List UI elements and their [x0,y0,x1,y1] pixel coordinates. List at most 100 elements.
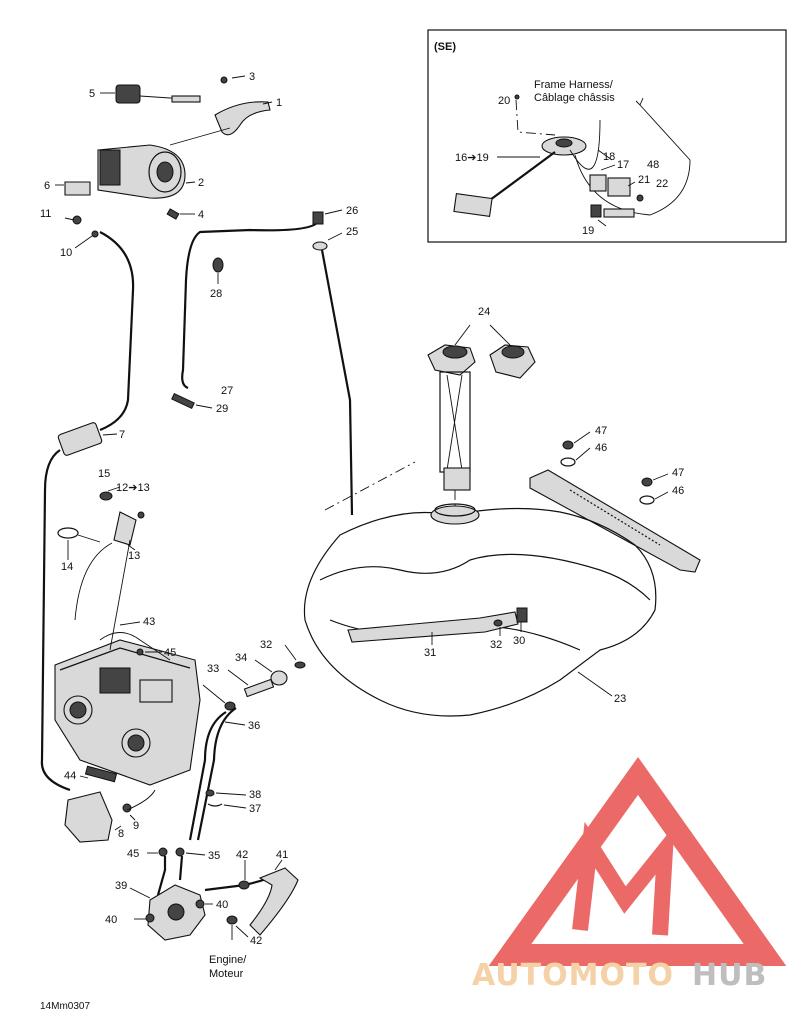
carburetor-group: 43 45 [54,539,201,786]
screw-3 [220,76,228,84]
clip-38 [205,789,215,797]
automotohub-watermark: AUTOMOTO HUB [472,757,787,993]
harness-label-en: Frame Harness/ [534,79,614,91]
label-42b: 42 [250,935,262,947]
clamp-35a [224,701,236,711]
label-5: 5 [89,88,95,100]
lower-pump-group: 44 8 9 [64,765,156,843]
label-44: 44 [64,770,76,782]
label-26: 26 [346,205,358,217]
label-13: 13 [128,550,140,562]
label-22: 22 [656,178,668,190]
nut-11 [72,215,82,225]
clamp-32b [493,619,503,627]
label-46b: 46 [672,485,684,497]
dash-tank-link [324,461,416,511]
spring-4 [166,208,180,220]
label-47a: 47 [595,425,607,437]
inset-connector-17 [589,174,607,192]
label-21: 21 [638,174,650,186]
label-37: 37 [249,803,261,815]
label-36: 36 [248,720,260,732]
clamp-42b [226,915,238,925]
engine-label-en: Engine/ [209,954,247,966]
fitting-9 [122,803,132,813]
label-17: 17 [617,159,629,171]
clip-28 [212,257,224,273]
check-valve-26 [312,211,324,225]
connector-7 [57,422,103,456]
switch-5 [115,84,141,104]
pump-bracket-8 [64,791,113,843]
breather-line-group: 26 25 28 27 29 [171,205,416,516]
label-4: 4 [198,209,204,221]
label-14: 14 [61,561,73,573]
label-35b: 35 [208,850,220,862]
throttle-cable-group: 11 10 7 [40,208,135,792]
label-46a: 46 [595,442,607,454]
fuel-hose-36 [188,711,227,841]
screw-40a [145,913,155,923]
label-11: 11 [40,208,51,220]
clip-10 [91,230,99,238]
label-15: 15 [98,468,110,480]
label-6: 6 [44,180,50,192]
tank-filler-neck [430,505,480,525]
label-38: 38 [249,789,261,801]
screw-40b [195,899,205,909]
label-28: 28 [210,288,222,300]
sender-wire [489,151,556,201]
label-45a: 45 [164,647,176,659]
spring-44 [84,765,118,783]
fuel-cap-group: 24 [427,306,536,510]
tie-14 [57,527,79,539]
label-31: 31 [424,647,436,659]
nut-47a [562,440,574,450]
label-20: 20 [498,95,510,107]
label-32b: 32 [490,639,502,651]
label-12-13: 12➔13 [116,482,150,494]
label-16-19: 16➔19 [455,152,489,164]
primer-13 [113,511,137,546]
tank-bracket-group: 47 46 47 46 [529,425,701,573]
clamp-25 [312,241,328,251]
label-3: 3 [249,71,255,83]
label-23: 23 [614,693,626,705]
inset-fitting-19 [590,204,602,218]
clamp-35b [175,847,185,857]
label-40b: 40 [216,899,228,911]
primer-group: 15 12➔13 13 14 [57,468,150,621]
watermark-text-hub: HUB [692,958,767,993]
carburetor-body [54,639,201,786]
label-40a: 40 [105,914,117,926]
key-1 [214,101,271,136]
cable-upper [99,231,135,432]
clamp-45a [136,648,144,656]
clamp-37 [207,803,223,807]
label-1: 1 [276,97,282,109]
label-29: 29 [216,403,228,415]
tank-strap-31 [347,611,519,643]
engine-label-fr: Moteur [209,968,244,980]
label-25: 25 [346,226,358,238]
label-30: 30 [513,635,525,647]
nut-15 [99,491,113,501]
label-19: 19 [582,225,594,237]
label-47b: 47 [672,467,684,479]
label-18: 18 [603,151,615,163]
label-27: 27 [221,385,233,397]
fitting-30 [516,607,528,623]
harness-wire-2 [574,104,691,216]
fitting-33 [243,678,275,698]
tank-outline [303,507,657,717]
label-10: 10 [60,247,72,259]
fuel-pump-group: 38 37 45 35 42 41 39 40 40 42 Engine/ Mo… [105,789,299,980]
cable-lower [40,449,71,792]
label-48: 48 [647,159,659,171]
bracket-6 [64,181,91,196]
inset-se: (SE) Frame Harness/ Câblage châssis 20 1… [427,29,787,243]
hose-41 [249,867,299,936]
label-9: 9 [133,820,139,832]
breather-hose-left [181,221,319,390]
